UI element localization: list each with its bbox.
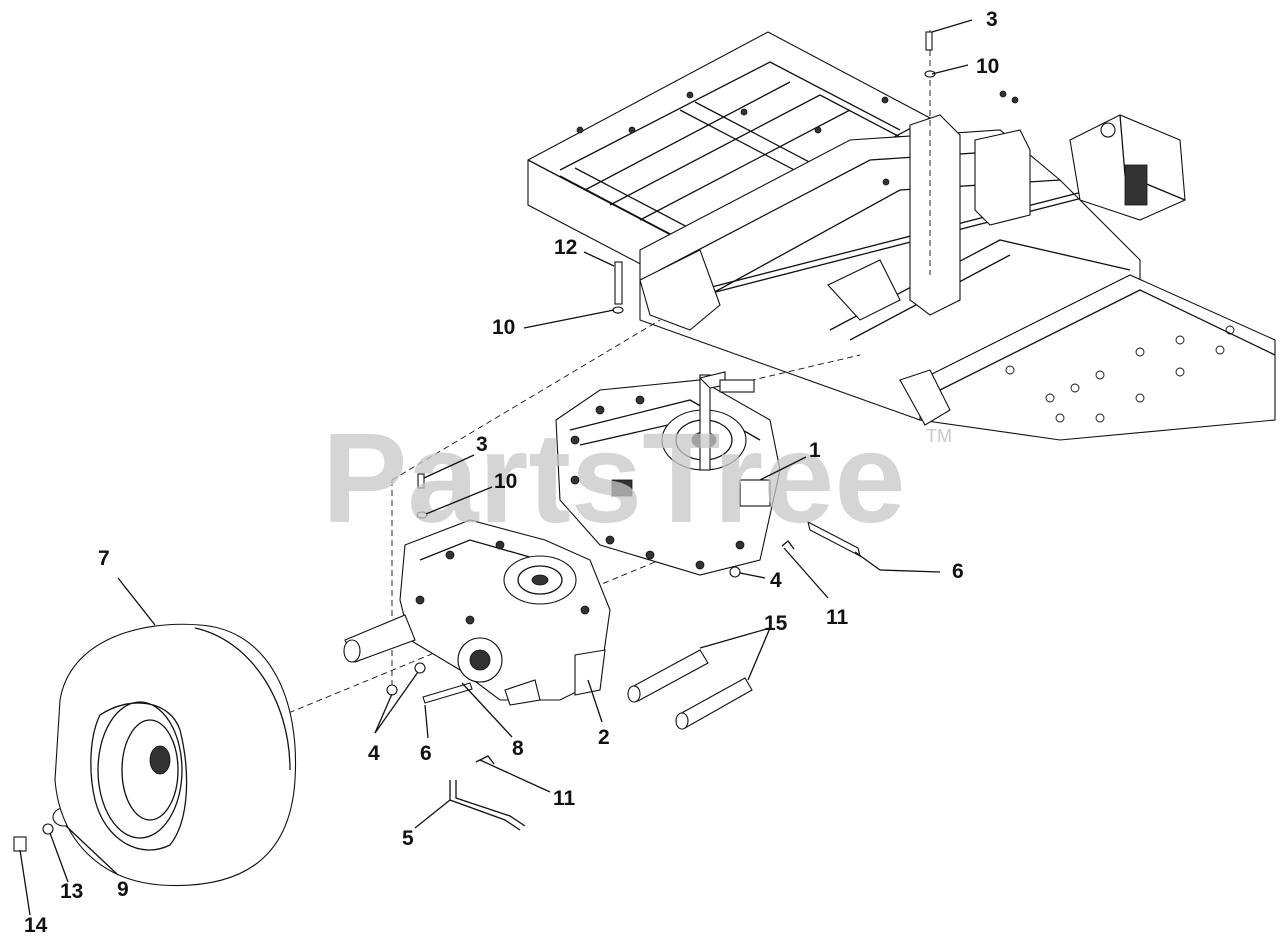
transmission-left <box>343 519 611 706</box>
callout-13: 13 <box>60 880 83 903</box>
callout-4: 4 <box>368 742 380 765</box>
callout-9: 9 <box>117 878 129 901</box>
callout-1: 1 <box>809 439 821 462</box>
callout-11: 11 <box>553 787 576 810</box>
callout-7: 7 <box>98 547 110 570</box>
callout-4: 4 <box>770 569 782 592</box>
callout-6: 6 <box>952 560 964 583</box>
callout-12: 12 <box>554 236 577 259</box>
watermark-trademark: TM <box>926 426 952 446</box>
mower-frame <box>527 31 1276 441</box>
callout-14: 14 <box>24 914 48 937</box>
rear-wheel <box>54 623 297 887</box>
transmission-right <box>555 371 781 576</box>
callout-5: 5 <box>402 827 414 850</box>
callouts: 3 10 12 10 3 10 1 7 4 6 11 15 4 6 8 2 11… <box>24 8 999 937</box>
watermark: PartsTree TM <box>322 407 952 550</box>
callout-3: 3 <box>986 8 998 31</box>
callout-11: 11 <box>826 606 849 629</box>
leader-lines <box>19 19 973 916</box>
callout-10: 10 <box>976 55 999 78</box>
callout-6: 6 <box>420 742 432 765</box>
watermark-text: PartsTree <box>322 407 906 550</box>
callout-2: 2 <box>598 726 610 749</box>
callout-15: 15 <box>764 612 788 635</box>
hardware <box>13 31 936 852</box>
callout-8: 8 <box>512 737 524 760</box>
callout-10: 10 <box>494 470 517 493</box>
callout-10: 10 <box>492 316 515 339</box>
callout-3: 3 <box>476 433 488 456</box>
